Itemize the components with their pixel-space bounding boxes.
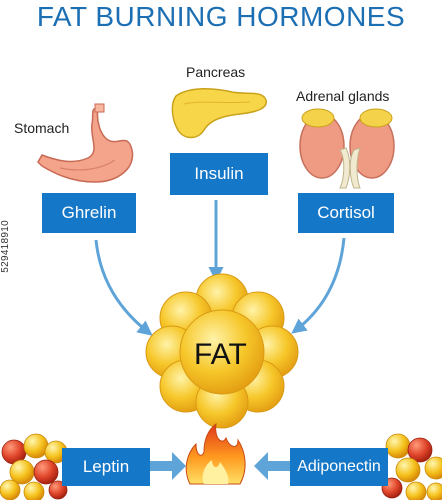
adrenal-glands-icon xyxy=(299,108,395,189)
flame-icon xyxy=(185,422,246,485)
fat-cluster-icon xyxy=(145,273,299,429)
stomach-icon xyxy=(37,103,134,183)
arrows xyxy=(94,200,346,336)
stomach-label: Stomach xyxy=(14,120,70,136)
fat-cells-icon xyxy=(0,433,68,500)
pancreas-label: Pancreas xyxy=(186,64,246,80)
adrenal-glands-label: Adrenal glands xyxy=(296,88,390,104)
stock-id-label: 529418910 xyxy=(0,220,11,273)
flame-arrows xyxy=(150,452,290,480)
leptin-box: Leptin xyxy=(62,448,150,486)
fat-label: FAT xyxy=(194,338,247,371)
adiponectin-box: Adiponectin xyxy=(290,448,388,486)
page-title: FAT BURNING HORMONES xyxy=(36,1,406,32)
ghrelin-box: Ghrelin xyxy=(42,193,136,233)
insulin-box: Insulin xyxy=(170,153,268,195)
pancreas-icon xyxy=(171,88,267,139)
cortisol-box: Cortisol xyxy=(298,193,394,233)
fat-cells-icon-right xyxy=(381,433,442,500)
